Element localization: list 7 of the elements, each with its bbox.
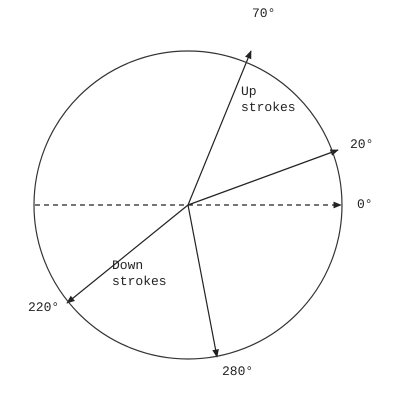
angle-label: 20° bbox=[350, 137, 374, 153]
angle-label: 280° bbox=[222, 364, 254, 380]
angle-label: 0° bbox=[357, 197, 373, 213]
sector-label: Down strokes bbox=[112, 258, 168, 290]
angle-label: 70° bbox=[252, 6, 276, 22]
angle-label: 220° bbox=[28, 300, 60, 316]
sector-label: Up strokes bbox=[241, 84, 297, 116]
